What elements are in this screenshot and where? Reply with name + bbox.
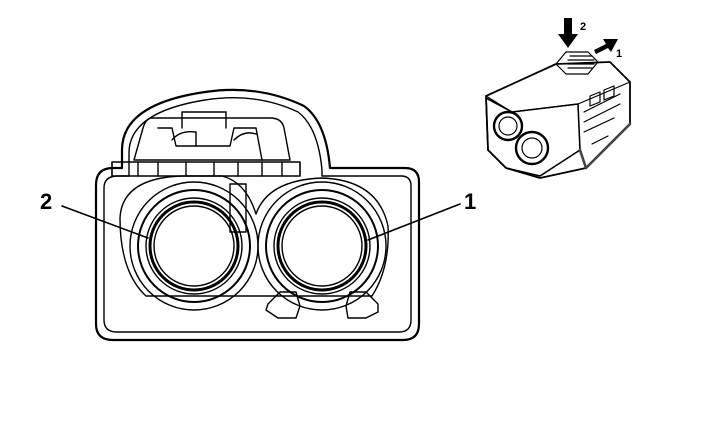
port-1-ring-inner bbox=[273, 197, 371, 295]
housing-outer-outline bbox=[94, 88, 421, 342]
connector-front-view bbox=[94, 88, 421, 342]
port-2-ring-core bbox=[153, 205, 235, 287]
port-1-key-left bbox=[265, 291, 301, 319]
arrow-right-icon bbox=[594, 39, 618, 54]
callout-label-1: 1 bbox=[464, 189, 476, 214]
leader-line-1 bbox=[367, 203, 461, 241]
latch-stem bbox=[181, 111, 227, 129]
port-1 bbox=[257, 181, 387, 319]
port-2-ring-mid bbox=[137, 189, 251, 303]
rib-notches bbox=[137, 161, 283, 177]
inset-arrows bbox=[558, 18, 618, 54]
callout-leaders bbox=[61, 203, 461, 241]
latch-clip-left bbox=[171, 130, 197, 147]
locking-rib bbox=[111, 161, 301, 177]
port-2 bbox=[129, 181, 259, 311]
iso-port-left-inner bbox=[498, 116, 518, 136]
arrow-down-icon bbox=[558, 18, 578, 48]
connector-iso-view bbox=[485, 51, 632, 179]
iso-side-slots bbox=[583, 93, 621, 145]
iso-latch bbox=[555, 51, 599, 75]
iso-port-left bbox=[492, 110, 524, 142]
iso-port-right-inner bbox=[521, 137, 543, 159]
center-divider bbox=[229, 183, 247, 233]
port-1-ring-bore bbox=[276, 200, 368, 292]
iso-latch-ridges bbox=[567, 55, 595, 69]
port-2-ring-inner bbox=[145, 197, 243, 295]
port-shroud bbox=[119, 175, 389, 297]
port-1-ring-outer bbox=[257, 181, 387, 311]
latch-clip-right bbox=[233, 132, 257, 141]
leader-line-2 bbox=[61, 205, 149, 239]
housing-inner-outline bbox=[103, 97, 412, 333]
port-1-key-right bbox=[345, 291, 379, 319]
arrow-down-label: 2 bbox=[580, 21, 586, 33]
iso-port-right bbox=[514, 130, 550, 166]
latch-window bbox=[133, 117, 291, 161]
iso-front-face bbox=[485, 97, 581, 177]
iso-edge-shading bbox=[578, 122, 632, 170]
latch-body bbox=[157, 127, 263, 161]
iso-side-windows bbox=[589, 85, 615, 107]
port-1-ring-mid bbox=[265, 189, 379, 303]
port-2-ring-bore bbox=[148, 200, 240, 292]
callout-label-2: 2 bbox=[40, 189, 52, 214]
port-1-ring-core bbox=[281, 205, 363, 287]
arrow-right-label: 1 bbox=[616, 48, 622, 60]
